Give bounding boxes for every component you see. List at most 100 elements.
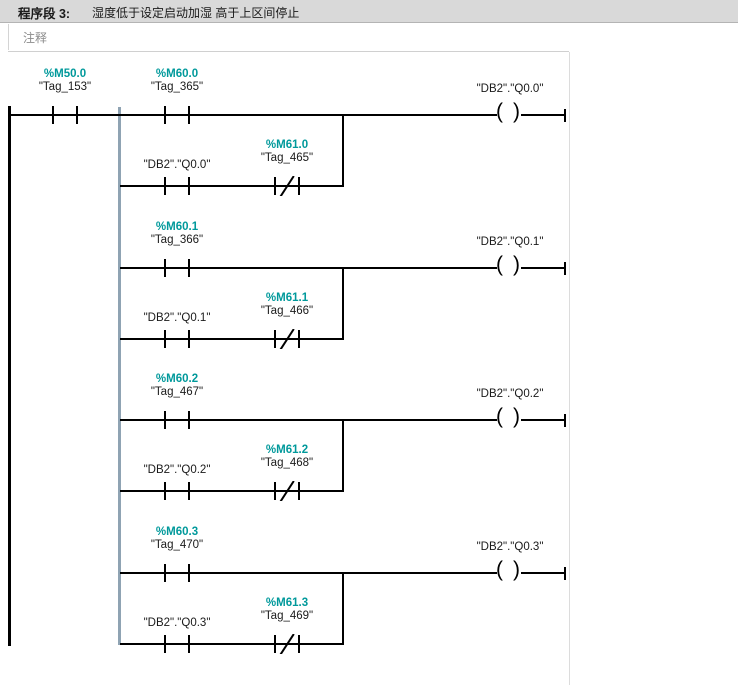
rung-4-branch-contact-1[interactable] xyxy=(164,635,190,653)
rung-1-series-label: %M50.0 "Tag_153" xyxy=(21,68,109,94)
rung-3-branch-merge xyxy=(342,419,344,492)
rung-4-top-contact[interactable] xyxy=(164,564,190,582)
coil-paren-left: ( xyxy=(496,100,503,123)
rung-1-top-contact[interactable] xyxy=(164,106,190,124)
rung-4-branch2-tag: "Tag_469" xyxy=(260,610,314,622)
contact-bar-left xyxy=(164,482,166,500)
rung-2-wire-main xyxy=(120,267,344,269)
rung-4-wire-main xyxy=(120,572,344,574)
rung-3-branch2-address: %M61.2 xyxy=(265,444,309,456)
rung-2-output-coil[interactable]: ( ) xyxy=(496,254,522,278)
network-comment-field[interactable]: 注释 xyxy=(8,24,569,50)
rung-1-series-tag: "Tag_153" xyxy=(38,81,92,93)
panel-right-edge xyxy=(569,52,570,685)
rung-3-branch-contact-2[interactable] xyxy=(274,481,300,501)
contact-bar-left xyxy=(164,635,166,653)
normally-closed-slash-icon xyxy=(275,634,299,654)
rung-2-top-tag: "Tag_366" xyxy=(150,234,204,246)
contact-bar-right xyxy=(188,177,190,195)
contact-bar-right xyxy=(188,564,190,582)
network-description: 湿度低于设定启动加湿 高于上区间停止 xyxy=(92,6,300,20)
rung-1-branch-contact-1[interactable] xyxy=(164,177,190,195)
rung-4-coil-tag: "DB2"."Q0.3" xyxy=(476,541,544,553)
rung-4-top-tag: "Tag_470" xyxy=(150,539,204,551)
contact-bar-right xyxy=(76,106,78,124)
contact-bar-left xyxy=(274,635,276,653)
rung-1-output-coil[interactable]: ( ) xyxy=(496,100,522,125)
rung-2-top-contact[interactable] xyxy=(164,259,190,277)
rung-1-branch2-address: %M61.0 xyxy=(265,139,309,151)
contact-bar-right xyxy=(298,330,300,348)
normally-closed-slash-icon xyxy=(275,329,299,349)
contact-bar-right xyxy=(188,330,190,348)
normally-closed-slash-icon xyxy=(275,176,299,196)
ladder-canvas: %M50.0 "Tag_153" %M60.0 "Tag_365" "DB2".… xyxy=(0,52,738,685)
rung-2-top-label: %M60.1 "Tag_366" xyxy=(133,221,221,247)
contact-bar-left xyxy=(164,330,166,348)
coil-paren-left: ( xyxy=(496,405,503,428)
rung-4-output-coil[interactable]: ( ) xyxy=(496,558,522,583)
rung-4-coil-label: "DB2"."Q0.3" xyxy=(466,528,554,554)
network-title-bar: 程序段 3: 湿度低于设定启动加湿 高于上区间停止 xyxy=(0,0,738,23)
contact-bar-right xyxy=(298,635,300,653)
rung-2-coil-tag: "DB2"."Q0.1" xyxy=(476,236,544,248)
network-title: 程序段 3: xyxy=(18,7,71,21)
contact-bar-right xyxy=(298,177,300,195)
coil-paren-right: ) xyxy=(513,405,520,428)
rung-1-branch2-label: %M61.0 "Tag_465" xyxy=(243,139,331,165)
rung-4-branch-merge xyxy=(342,572,344,645)
contact-bar-right xyxy=(188,106,190,124)
rung-3-wire-branch xyxy=(120,490,344,492)
rung-1-branch1-label: "DB2"."Q0.0" xyxy=(133,146,221,172)
rung-3-branch1-label: "DB2"."Q0.2" xyxy=(133,451,221,477)
comment-divider xyxy=(8,51,569,52)
contact-bar-left xyxy=(164,259,166,277)
rung-1-branch-merge xyxy=(342,114,344,187)
rung-3-output-coil[interactable]: ( ) xyxy=(496,405,522,430)
rung-1-wire-to-coil xyxy=(342,114,497,116)
contact-bar-left xyxy=(164,411,166,429)
rung-2-branch-contact-2[interactable] xyxy=(274,329,300,349)
contact-bar-left xyxy=(164,564,166,582)
rung-3-coil-tag: "DB2"."Q0.2" xyxy=(476,388,544,400)
rung-2-branch1-tag: "DB2"."Q0.1" xyxy=(143,312,211,324)
rung-3-branch-contact-1[interactable] xyxy=(164,482,190,500)
coil-paren-right: ) xyxy=(513,558,520,581)
rung-4-branch1-label: "DB2"."Q0.3" xyxy=(133,604,221,630)
rung-3-top-contact[interactable] xyxy=(164,411,190,429)
contact-bar-left xyxy=(274,482,276,500)
rung-1-series-contact[interactable] xyxy=(52,106,78,124)
coil-paren-right: ) xyxy=(513,100,520,123)
rung-1-top-tag: "Tag_365" xyxy=(150,81,204,93)
rung-2-branch2-tag: "Tag_466" xyxy=(260,305,314,317)
contact-bar-right xyxy=(188,411,190,429)
rung-3-wire-after-coil xyxy=(521,419,566,421)
rung-3-top-address: %M60.2 xyxy=(155,373,199,385)
rung-1-branch-contact-2[interactable] xyxy=(274,176,300,196)
rung-4-branch-contact-2[interactable] xyxy=(274,634,300,654)
rung-2-wire-after-coil xyxy=(521,267,566,269)
rung-2-branch-contact-1[interactable] xyxy=(164,330,190,348)
rung-2-coil-label: "DB2"."Q0.1" xyxy=(466,223,554,249)
rung-2-branch2-address: %M61.1 xyxy=(265,292,309,304)
rung-4-wire-after-coil xyxy=(521,572,566,574)
contact-bar-left xyxy=(164,177,166,195)
rung-1-right-terminator xyxy=(564,109,566,122)
contact-bar-right xyxy=(188,635,190,653)
branch-selection-rail xyxy=(118,107,121,645)
rung-3-coil-label: "DB2"."Q0.2" xyxy=(466,375,554,401)
contact-bar-right xyxy=(298,482,300,500)
rung-4-top-address: %M60.3 xyxy=(155,526,199,538)
rung-4-wire-to-coil xyxy=(342,572,497,574)
rung-1-branch1-tag: "DB2"."Q0.0" xyxy=(143,159,211,171)
rung-1-top-address: %M60.0 xyxy=(155,68,199,80)
rung-3-wire-to-coil xyxy=(342,419,497,421)
contact-bar-left xyxy=(274,330,276,348)
rung-2-wire-to-coil xyxy=(342,267,497,269)
rung-3-branch2-label: %M61.2 "Tag_468" xyxy=(243,444,331,470)
rung-3-branch2-tag: "Tag_468" xyxy=(260,457,314,469)
contact-bar-left xyxy=(52,106,54,124)
coil-paren-left: ( xyxy=(496,558,503,581)
contact-bar-right xyxy=(188,482,190,500)
rung-2-wire-branch xyxy=(120,338,344,340)
